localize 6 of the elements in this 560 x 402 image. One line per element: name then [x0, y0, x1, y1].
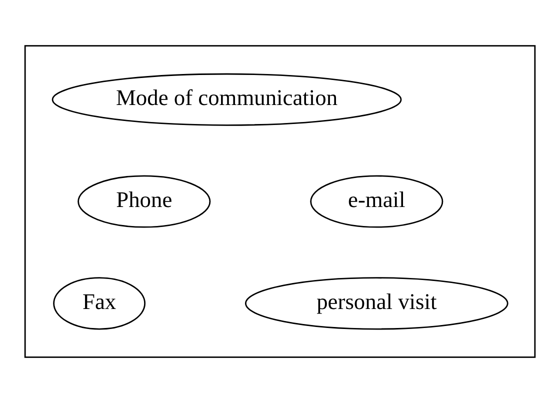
cluster — [24, 44, 536, 358]
node-ellipse: e-mail — [310, 174, 444, 228]
node-ellipse: personal visit — [244, 276, 508, 330]
node-ellipse: Phone — [78, 174, 211, 228]
node-ellipse: Mode of communication — [52, 72, 402, 126]
node-ellipse: Fax — [53, 276, 146, 330]
